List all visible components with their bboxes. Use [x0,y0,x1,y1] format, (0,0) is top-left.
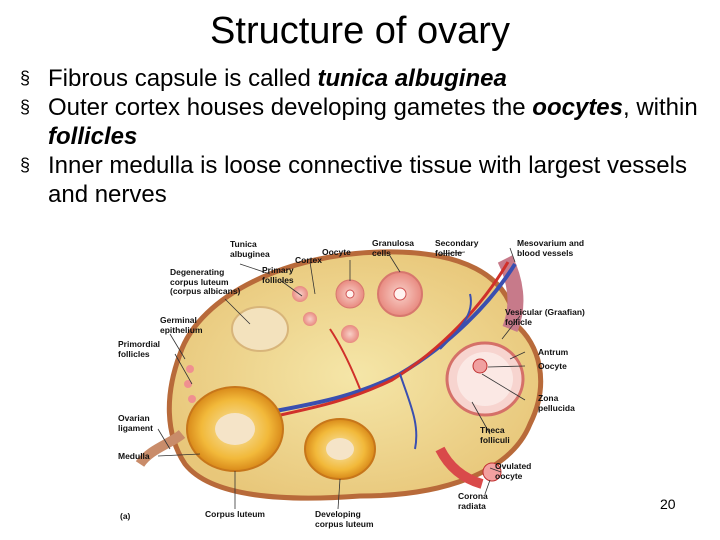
bullet-square-icon: § [20,155,31,175]
label-vesicular-follicle: Vesicular (Graafian) follicle [505,307,585,327]
label-corona-radiata: Corona radiata [458,491,488,511]
bullet-square-icon: § [20,97,31,117]
bullet-text: Inner medulla is loose connective tissue… [48,152,687,208]
label-antrum: Antrum [538,347,569,357]
label-medulla: Medulla [118,451,150,461]
bullet-square-icon: § [20,68,31,88]
label-degenerating-corpus-luteum: Degenerating corpus luteum (corpus albic… [170,267,241,296]
page-number: 20 [660,496,676,512]
bullet-emphasis: oocytes [532,94,623,121]
primary-follicle-shape [303,312,317,326]
label-panel-letter: (a) [120,511,131,521]
primary-follicle-shape [292,286,308,302]
label-developing-corpus-luteum: Developing corpus luteum [315,509,374,529]
label-granulosa-cells: Granulosa cells [372,238,415,258]
corpus-albicans-shape [231,306,289,352]
label-secondary-follicle: Secondary follicle [435,238,479,258]
label-cortex: Cortex [295,255,322,265]
label-mesovarium: Mesovarium and blood vessels [517,238,585,258]
label-oocyte-top: Oocyte [322,247,351,257]
vein-branch [439,293,472,350]
label-tunica-albuginea: Tunica albuginea [230,239,270,259]
bullet-item: § Fibrous capsule is called tunica albug… [20,64,710,93]
ovary-diagram: Tunica albuginea Cortex Oocyte Granulosa… [110,234,610,534]
label-primordial-follicles: Primordial follicles [118,339,161,359]
label-corpus-luteum: Corpus luteum [205,509,265,519]
bullet-text: Fibrous capsule is called [48,65,318,92]
bullet-text: Outer cortex houses developing gametes t… [48,94,533,121]
bullet-item: § Inner medulla is loose connective tiss… [20,151,710,209]
bullet-list: § Fibrous capsule is called tunica albug… [20,64,710,209]
leader-lines [157,247,526,510]
label-oocyte-right: Oocyte [538,361,567,371]
ovary-illustration [135,247,544,510]
bullet-emphasis: tunica albuginea [317,65,507,92]
label-primary-follicles: Primary follicles [262,265,294,285]
label-germinal-epithelium: Germinal epithelium [160,315,203,335]
bullet-emphasis: follicles [48,123,138,150]
label-zona-pellucida: Zona pellucida [538,393,575,413]
vein-branch [399,373,418,450]
label-ovarian-ligament: Ovarian ligament [118,413,153,433]
bullet-text: , within [623,94,698,121]
bullet-item: § Outer cortex houses developing gametes… [20,93,710,151]
slide-title: Structure of ovary [210,10,510,52]
label-theca-folliculi: Theca folliculi [480,425,510,445]
artery-shape [257,261,510,422]
ovarian-ligament-shape [135,429,186,468]
label-ovulated-oocyte: Ovulated oocyte [495,461,532,481]
ruptured-follicle-shape [435,446,484,489]
primary-follicle-shape [341,325,359,343]
artery-branch [329,328,361,390]
